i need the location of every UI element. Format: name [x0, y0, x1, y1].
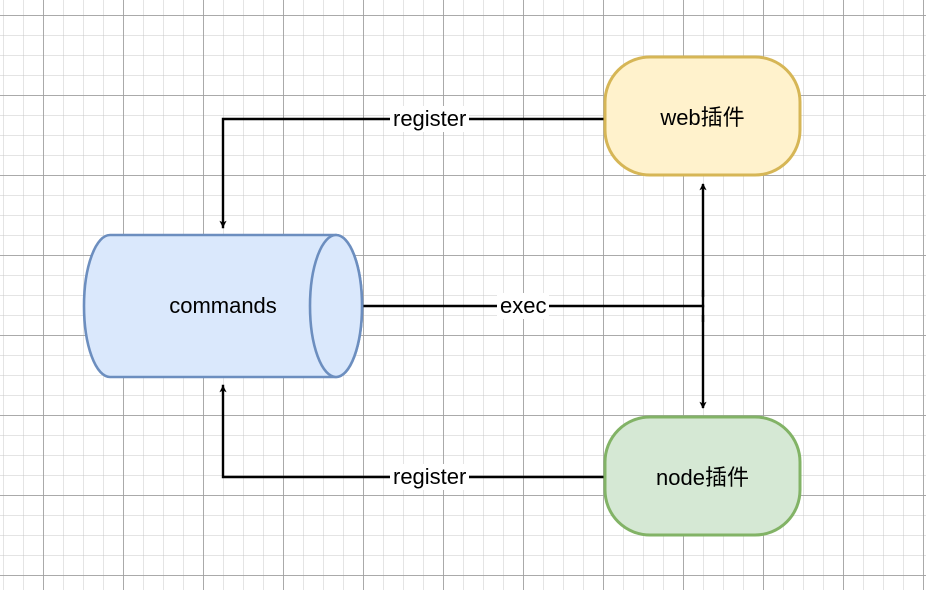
edge-label-exec: exec	[497, 293, 550, 319]
web-plugin-shape	[603, 55, 802, 177]
node-web-plugin[interactable]	[603, 55, 802, 177]
edge-web-register-path	[219, 117, 607, 229]
edge-web-register[interactable]	[219, 117, 607, 229]
node-commands[interactable]	[82, 233, 364, 379]
node-node-plugin[interactable]	[603, 415, 802, 537]
node-plugin-shape	[603, 415, 802, 537]
edge-node-register-path	[219, 384, 607, 479]
edge-label-node-register: register	[390, 464, 470, 490]
edge-node-register[interactable]	[219, 384, 607, 479]
edge-label-web-register: register	[390, 106, 470, 132]
cylinder-cap-ellipse	[308, 233, 364, 379]
